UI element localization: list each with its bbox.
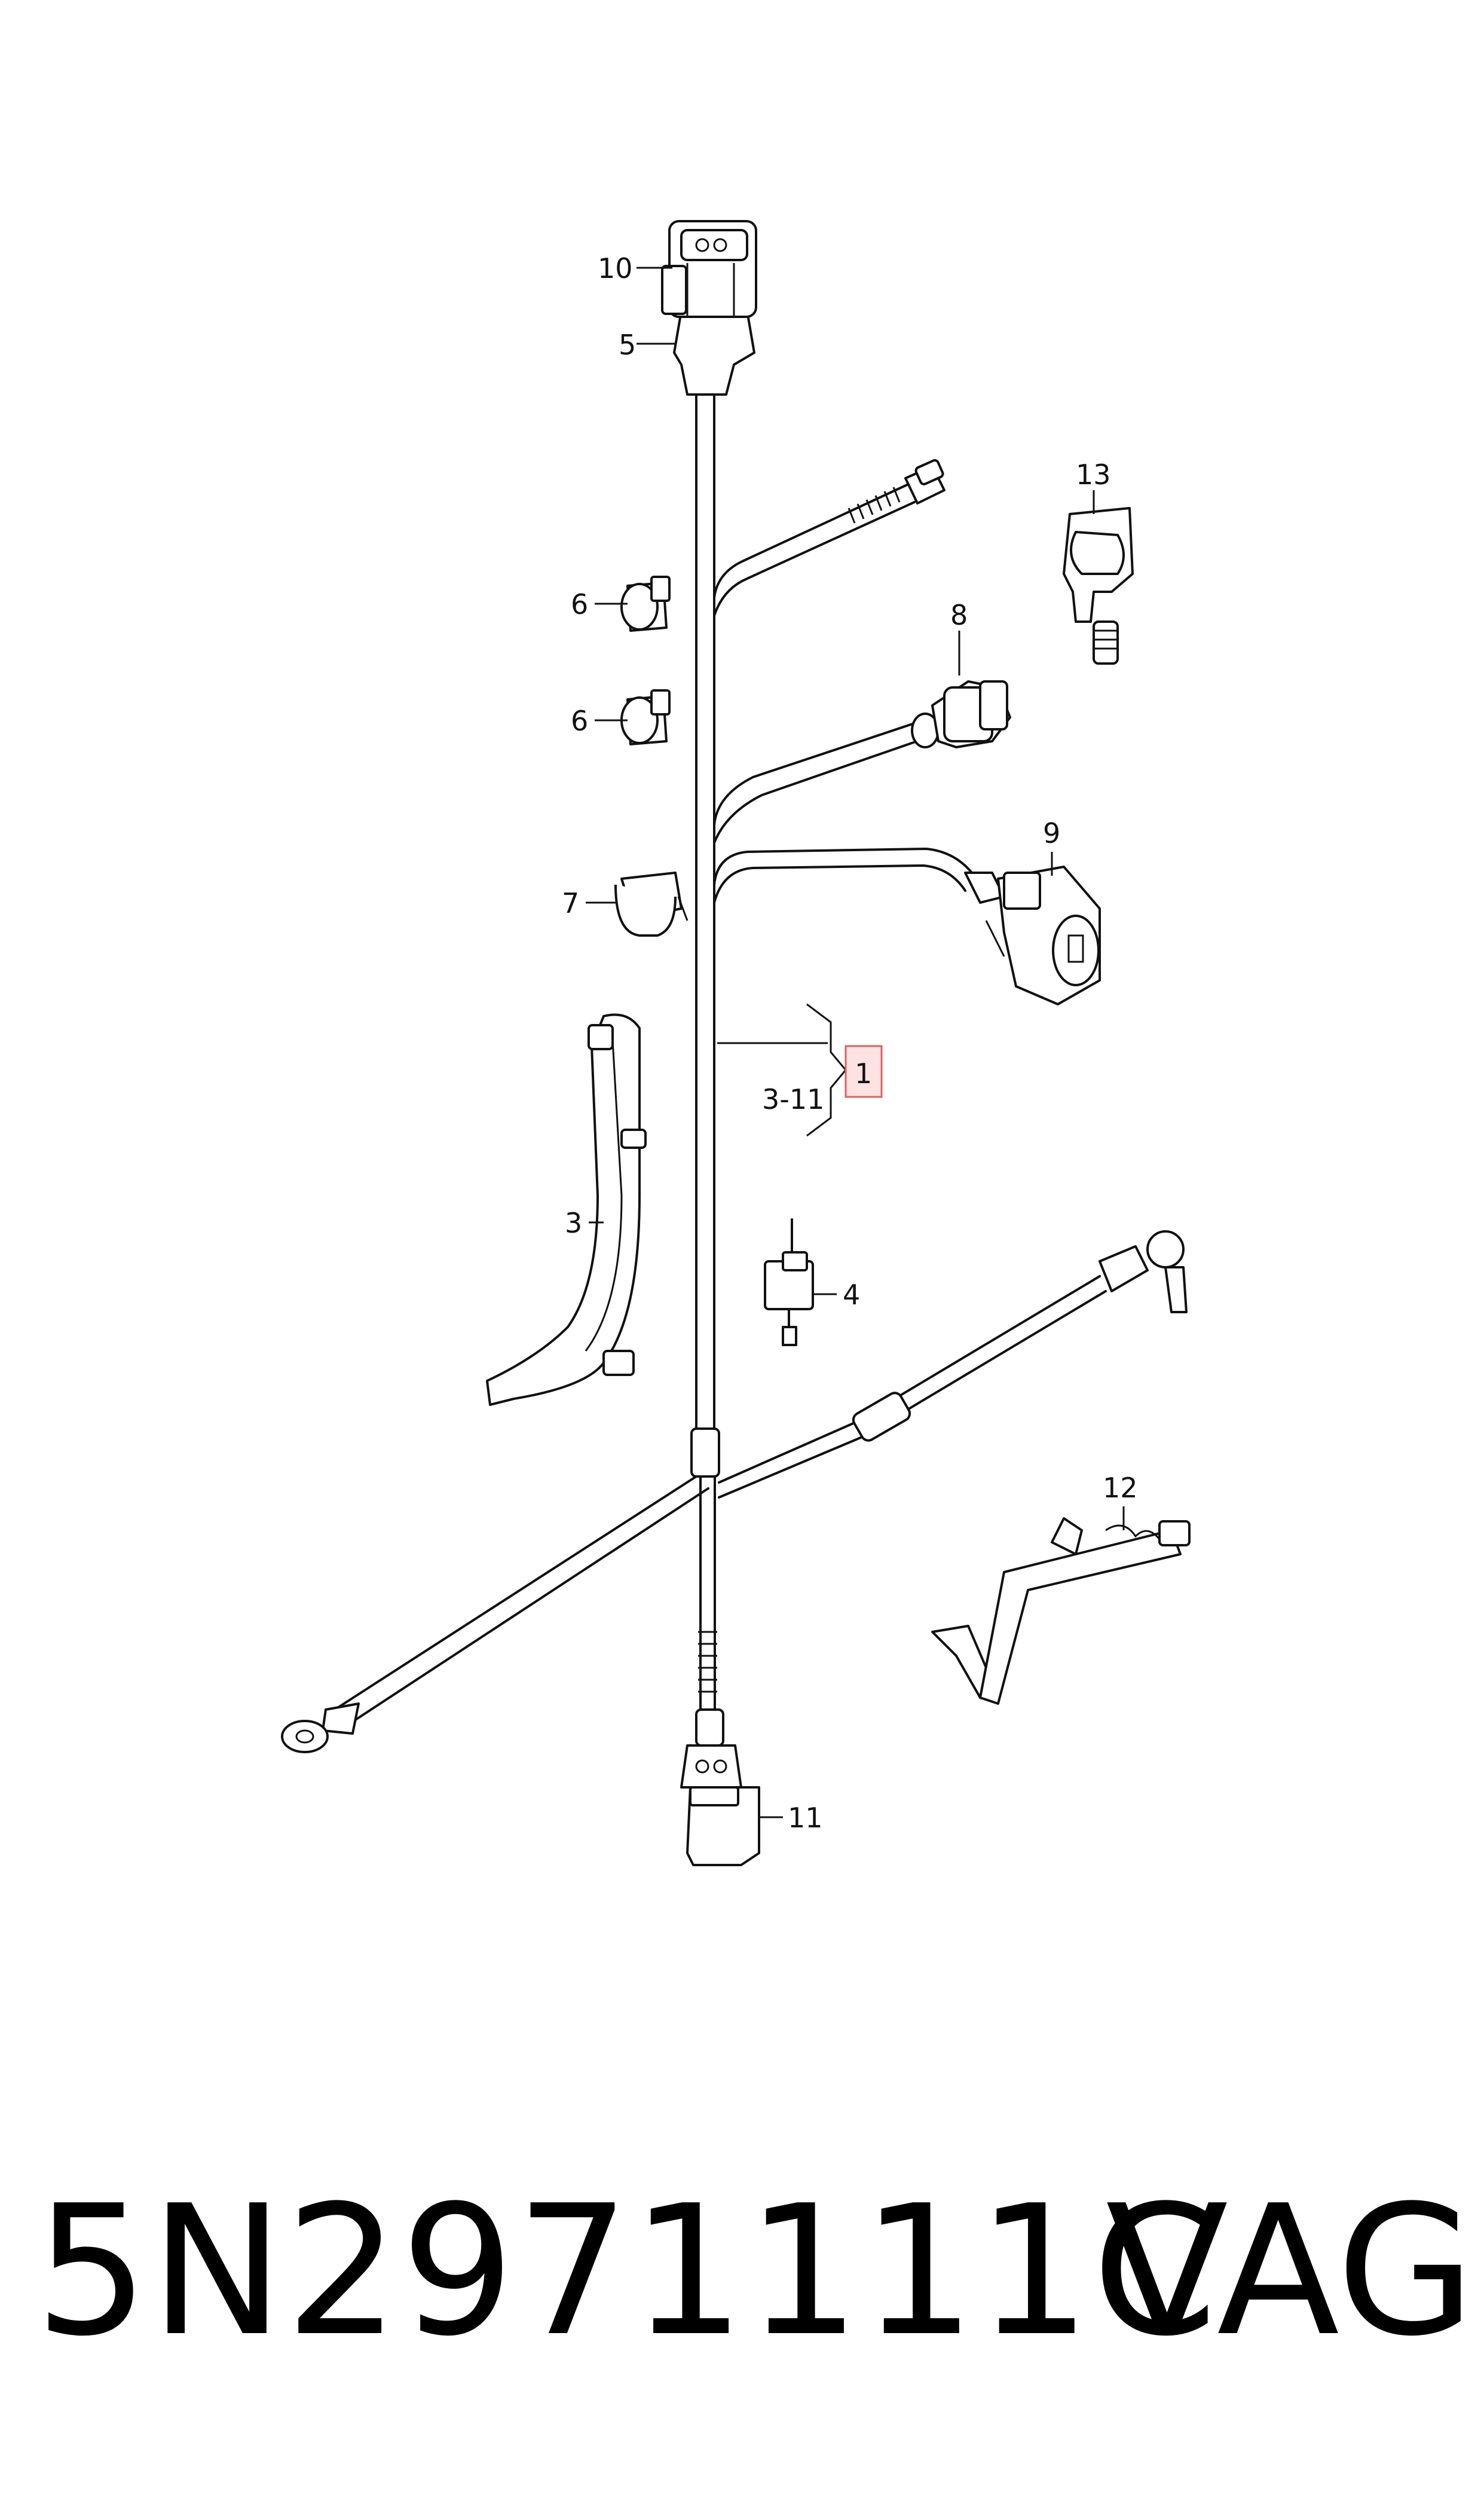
- callout-8: 8: [950, 599, 968, 631]
- main-harness: [690, 393, 720, 1711]
- clip-7-icon: [614, 872, 689, 937]
- tie-4-icon: [764, 1218, 814, 1346]
- callout-1-highlight: [844, 1045, 883, 1098]
- connector-9-icon: [964, 866, 1101, 1005]
- callout-11: 11: [788, 1802, 823, 1834]
- callout-10: 10: [598, 252, 633, 285]
- connector-11-icon: [680, 1708, 760, 1866]
- callout-12: 12: [1103, 1472, 1138, 1504]
- clip-13-icon: [1063, 507, 1134, 665]
- callout-3-11: 3-11: [762, 1083, 824, 1115]
- clip-6a-icon: [620, 576, 671, 632]
- brand-name: VAG: [1106, 2167, 1476, 2376]
- callout-6b: 6: [571, 705, 588, 737]
- callout-6a: 6: [571, 588, 588, 620]
- callout-labels: 10 5 13 6 6 8 9 7 1 3-11 3 4 12 11: [562, 252, 1138, 1834]
- ground-strap-right: [718, 1230, 1188, 1499]
- leader-lines: [586, 267, 1125, 1818]
- branch-connector-8: [713, 680, 1011, 844]
- callout-5: 5: [619, 329, 636, 361]
- callout-1: 1: [855, 1057, 872, 1090]
- ground-strap-left: [281, 1475, 709, 1753]
- callout-3: 3: [565, 1207, 582, 1239]
- part-number: 5N2971111C: [35, 2167, 1219, 2376]
- footer: 5N2971111C VAG: [0, 2164, 1484, 2415]
- callout-4: 4: [843, 1279, 860, 1311]
- branch-upper: [713, 459, 946, 617]
- callout-7: 7: [562, 887, 579, 919]
- callout-9: 9: [1043, 817, 1060, 849]
- connector-10-icon: [661, 220, 757, 396]
- branch-connector-9: [713, 848, 1101, 1005]
- callout-13: 13: [1076, 458, 1111, 491]
- clip-6b-icon: [620, 689, 671, 745]
- connector-8-icon: [911, 680, 1011, 748]
- bracket-3-icon: [486, 1013, 647, 1406]
- clip-12-icon: [931, 1517, 1191, 1705]
